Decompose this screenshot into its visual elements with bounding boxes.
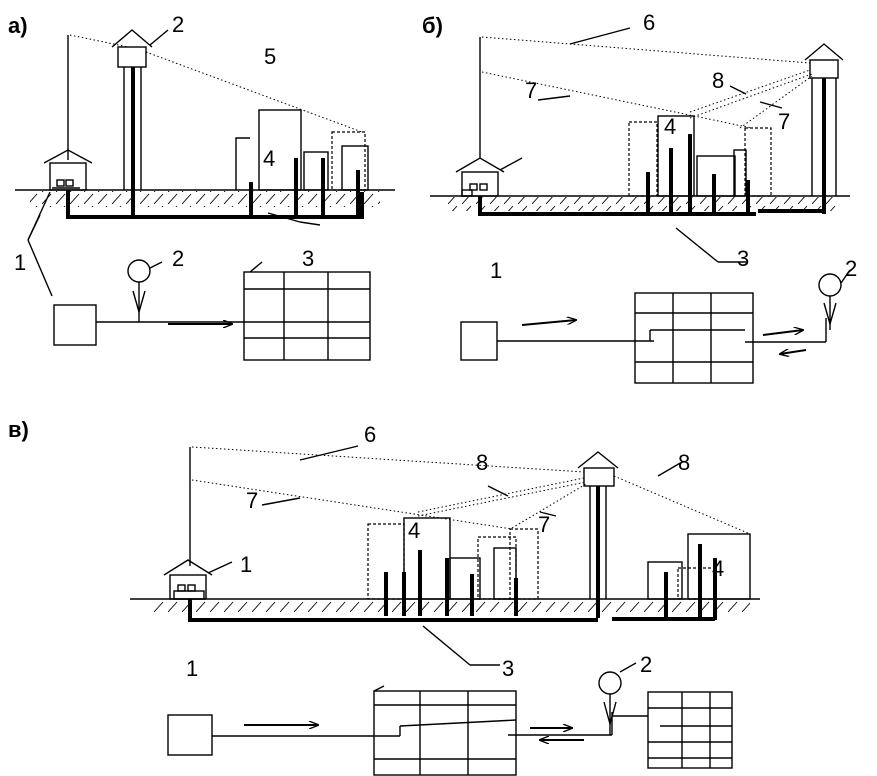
callout-7: 7 (778, 109, 790, 134)
underground-cable (188, 599, 598, 622)
callout-3: 3 (302, 246, 314, 271)
subscriber-figure (598, 671, 648, 735)
station-block (167, 714, 213, 756)
radio-link-line (689, 73, 813, 119)
callout-1: 1 (240, 552, 252, 577)
callout-2: 2 (640, 652, 652, 677)
buildings-group (367, 517, 539, 616)
callout-4: 4 (408, 518, 420, 543)
network-grid (373, 685, 517, 776)
radio-link-line (417, 477, 585, 513)
subscriber-house (163, 559, 213, 600)
radio-link-line (145, 51, 363, 133)
panel-v: в) (8, 417, 760, 776)
callout-1: 1 (186, 656, 198, 681)
callout-4: 4 (712, 556, 724, 581)
buildings-group-right (647, 533, 751, 620)
callout-2: 2 (172, 12, 184, 37)
buildings-group (235, 109, 369, 215)
central-tower (577, 451, 619, 618)
station-block (53, 304, 97, 346)
panel-b-label: б) (422, 13, 443, 38)
link-line (481, 36, 811, 64)
panel-v-label: в) (8, 417, 29, 442)
callout-1: 1 (490, 258, 502, 283)
callout-6: 6 (364, 422, 376, 447)
direction-arrow (762, 330, 803, 336)
link-line (69, 34, 129, 48)
central-tower (111, 29, 153, 215)
subscriber-house (455, 157, 505, 197)
link-line (191, 479, 513, 530)
ground-hatching (445, 197, 840, 211)
direction-arrow (780, 350, 807, 354)
direction-arrow (521, 320, 576, 326)
panel-a-label: а) (8, 13, 28, 38)
central-tower (804, 43, 844, 214)
callout-8: 8 (476, 450, 488, 475)
ground-hatching (30, 191, 380, 207)
callout-7: 7 (525, 78, 537, 103)
callout-8: 8 (712, 68, 724, 93)
subscriber-figure (818, 269, 851, 330)
radio-link-line (739, 75, 813, 129)
callout-8: 8 (678, 450, 690, 475)
network-grid (243, 261, 371, 361)
ground-hatching (150, 600, 750, 614)
subscriber-figure (127, 259, 163, 322)
underground-cable (66, 190, 364, 219)
station-block (460, 321, 498, 361)
network-grid-secondary (647, 691, 733, 769)
link-line (191, 446, 585, 473)
panel-b: б) (422, 10, 857, 384)
radio-link-line (689, 69, 811, 113)
callout-3: 3 (502, 656, 514, 681)
callout-7: 7 (246, 488, 258, 513)
underground-cable (478, 196, 756, 216)
radio-link-line (417, 481, 587, 517)
callout-3: 3 (737, 246, 749, 271)
callout-7: 7 (538, 512, 550, 537)
callout-5: 5 (264, 44, 276, 69)
buildings-group (628, 115, 772, 214)
callout-2: 2 (172, 246, 184, 271)
radio-link-line (613, 475, 751, 535)
callout-1: 1 (14, 250, 26, 275)
network-grid (634, 292, 754, 384)
panel-a: а) (8, 12, 395, 361)
callout-4: 4 (664, 114, 676, 139)
callout-6: 6 (643, 10, 655, 35)
callout-2: 2 (845, 256, 857, 281)
callout-4: 4 (263, 146, 275, 171)
